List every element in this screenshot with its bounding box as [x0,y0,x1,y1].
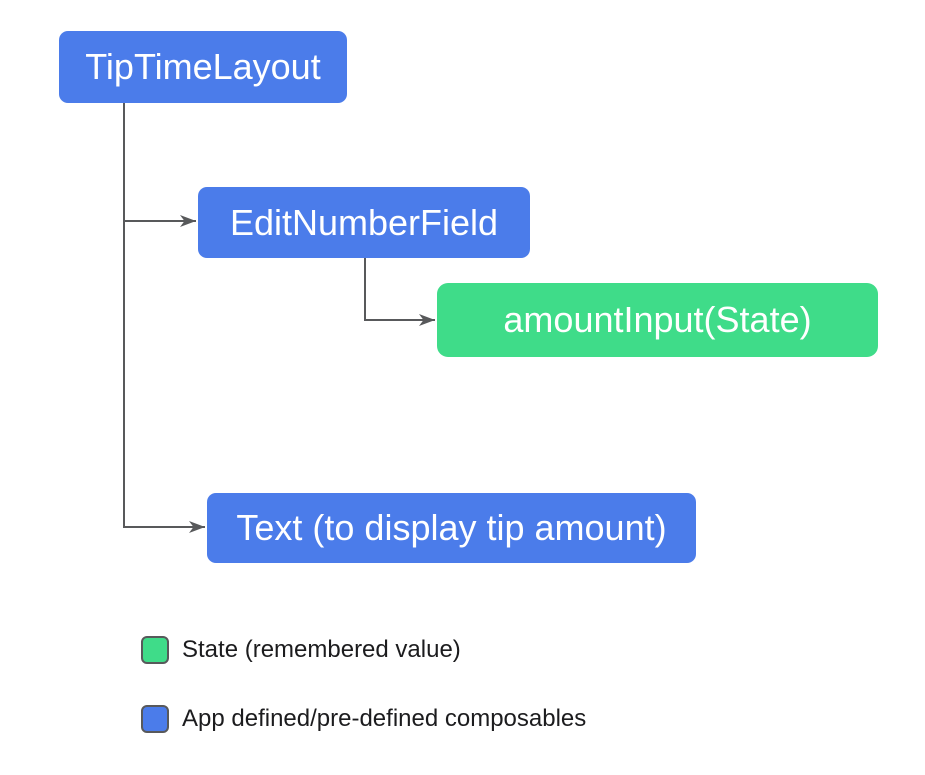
node-tiptimelayout: TipTimeLayout [59,31,347,103]
node-amountinput-state: amountInput(State) [437,283,878,357]
legend-item-composables: App defined/pre-defined composables [141,704,586,734]
legend-state-label: State (remembered value) [182,636,461,663]
node-text-display-tip-amount: Text (to display tip amount) [207,493,696,563]
node-amountinput-state-label: amountInput(State) [503,299,812,340]
legend-item-state: State (remembered value) [141,635,461,665]
node-editnumberfield-label: EditNumberField [229,201,499,243]
state-color-swatch-icon [141,636,169,664]
edge-tiptimelayout-to-text [123,103,205,533]
node-tiptimelayout-label: TipTimeLayout [85,46,321,87]
edge-editnumberfield-to-amountinput [364,258,435,326]
legend-composables-label: App defined/pre-defined composables [182,705,587,732]
node-editnumberfield: EditNumberField [198,187,530,258]
composable-color-swatch-icon [141,705,169,733]
node-text-display-tip-amount-label: Text (to display tip amount) [236,507,667,548]
